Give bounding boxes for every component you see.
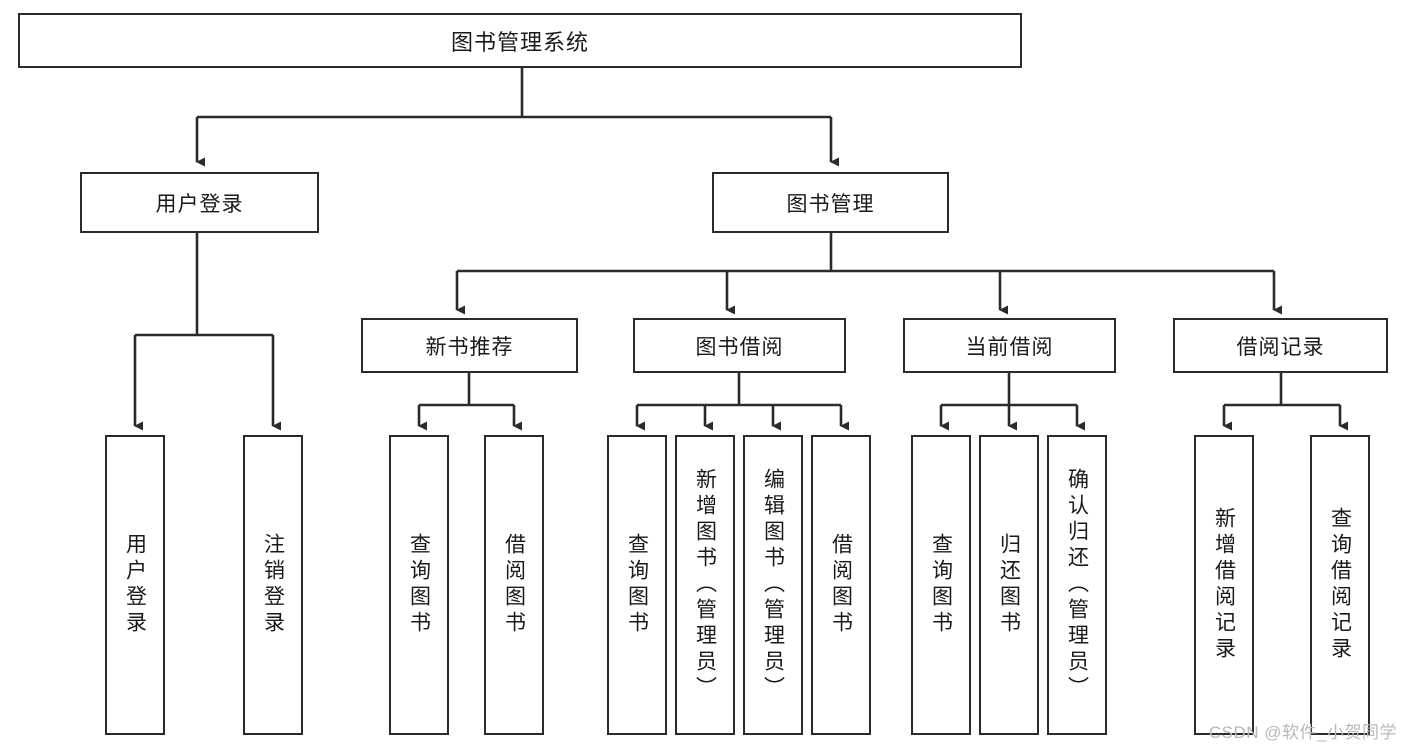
- node-label: 编辑图书（管理员）: [761, 468, 785, 702]
- leaf-current-return-book[interactable]: 归还图书: [979, 435, 1039, 735]
- node-label: 借阅图书: [829, 533, 853, 637]
- node-label: 查询图书: [407, 533, 431, 637]
- node-borrow-record[interactable]: 借阅记录: [1173, 318, 1388, 373]
- node-label: 图书管理: [786, 192, 875, 216]
- leaf-user-login-signin[interactable]: 用户登录: [105, 435, 165, 735]
- node-label: 图书管理系统: [450, 29, 589, 55]
- node-current-borrow[interactable]: 当前借阅: [903, 318, 1116, 373]
- leaf-borrow-borrow-book[interactable]: 借阅图书: [811, 435, 871, 735]
- node-label: 当前借阅: [965, 335, 1054, 359]
- leaf-current-confirm-return-admin[interactable]: 确认归还（管理员）: [1047, 435, 1107, 735]
- node-label: 借阅记录: [1236, 335, 1325, 359]
- leaf-borrow-edit-book-admin[interactable]: 编辑图书（管理员）: [743, 435, 803, 735]
- node-label: 确认归还（管理员）: [1065, 468, 1089, 702]
- node-new-book-recommend[interactable]: 新书推荐: [361, 318, 578, 373]
- node-label: 新增图书（管理员）: [693, 468, 717, 702]
- node-book-borrow[interactable]: 图书借阅: [633, 318, 846, 373]
- node-label: 新增借阅记录: [1212, 507, 1236, 663]
- node-label: 归还图书: [997, 533, 1021, 637]
- leaf-recommend-borrow-book[interactable]: 借阅图书: [484, 435, 544, 735]
- node-root-system[interactable]: 图书管理系统: [18, 13, 1022, 68]
- leaf-borrow-query-book[interactable]: 查询图书: [607, 435, 667, 735]
- node-label: 查询借阅记录: [1328, 507, 1352, 663]
- leaf-record-add-record[interactable]: 新增借阅记录: [1194, 435, 1254, 735]
- node-label: 用户登录: [123, 533, 147, 637]
- leaf-current-query-book[interactable]: 查询图书: [911, 435, 971, 735]
- node-book-management[interactable]: 图书管理: [712, 172, 949, 233]
- node-user-login[interactable]: 用户登录: [80, 172, 319, 233]
- node-label: 查询图书: [625, 533, 649, 637]
- node-label: 新书推荐: [425, 335, 514, 359]
- leaf-borrow-add-book-admin[interactable]: 新增图书（管理员）: [675, 435, 735, 735]
- node-label: 借阅图书: [502, 533, 526, 637]
- leaf-record-query-record[interactable]: 查询借阅记录: [1310, 435, 1370, 735]
- leaf-recommend-query-book[interactable]: 查询图书: [389, 435, 449, 735]
- watermark-text: CSDN @软件_小贺同学: [1208, 723, 1397, 742]
- node-label: 用户登录: [155, 192, 244, 216]
- leaf-user-login-signout[interactable]: 注销登录: [243, 435, 303, 735]
- node-label: 注销登录: [261, 533, 285, 637]
- node-label: 图书借阅: [695, 335, 784, 359]
- node-label: 查询图书: [929, 533, 953, 637]
